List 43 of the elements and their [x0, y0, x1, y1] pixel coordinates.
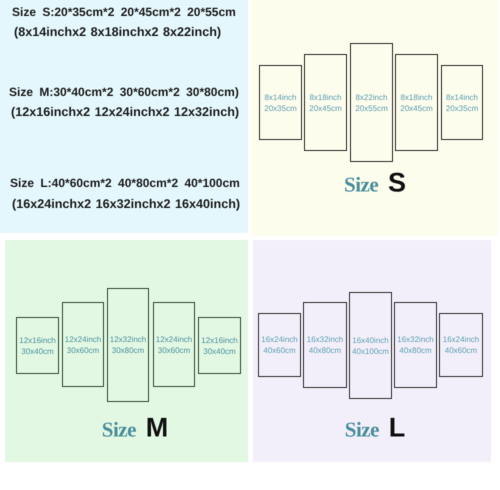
canvas-frame — [439, 313, 483, 377]
info-panel — [0, 0, 248, 233]
canvas-frame — [303, 302, 347, 388]
dimension-text: 12x24inch 30x60cm — [156, 334, 192, 356]
canvas-frame — [350, 43, 393, 162]
size-spec-text: Size L:40*60cm*2 40*80cm*2 40*100cm — [10, 177, 240, 191]
canvas-frame — [258, 313, 301, 377]
canvas-frame — [441, 65, 483, 140]
dimension-text: 12x16inch 30x40cm — [19, 334, 56, 356]
canvas-frame — [16, 317, 59, 374]
canvas-frame — [153, 302, 195, 387]
dimension-text: 16x40inch 40x100cm — [352, 334, 389, 356]
dimension-text: 12x24inch 30x60cm — [64, 334, 102, 356]
dimension-text: 8x18inch 20x45cm — [400, 92, 433, 114]
dimension-text: 8x18inch 20x45cm — [309, 92, 342, 114]
canvas-frame — [107, 288, 149, 402]
dimension-text: 16x24inch 40x60cm — [261, 334, 298, 356]
canvas-frame — [62, 302, 104, 387]
size-spec-text: (12x16inchx2 12x24inchx2 12x32inch) — [11, 105, 240, 120]
canvas-frame — [395, 54, 438, 151]
dimension-text: 8x14inch 20x35cm — [446, 92, 478, 114]
dimension-text: 8x14inch 20x35cm — [264, 92, 297, 114]
size-heading: Size L — [344, 414, 406, 442]
size-spec-text: Size M:30*40cm*2 30*60cm*2 30*80cm) — [9, 86, 239, 100]
dimension-text: 8x22inch 20x55cm — [355, 92, 388, 114]
dimension-text: 12x16inch 30x40cm — [201, 334, 238, 356]
size-spec-text: Size S:20*35cm*2 20*45cm*2 20*55cm — [12, 6, 236, 20]
size-panel — [253, 240, 491, 462]
dimension-text: 16x32inch 40x80cm — [397, 334, 434, 356]
canvas-frame — [198, 317, 241, 374]
dimension-text: 16x24inch 40x60cm — [442, 334, 480, 356]
dimension-text: 16x32inch 40x80cm — [306, 334, 344, 356]
size-panel — [251, 0, 498, 236]
size-spec-text: (16x24inchx2 16x32inchx2 16x40inch) — [12, 197, 240, 212]
canvas-frame — [349, 292, 392, 399]
size-heading: Size S — [344, 170, 406, 196]
size-spec-text: (8x14inchx2 8x18inchx2 8x22inch) — [14, 25, 222, 40]
canvas-frame — [259, 65, 302, 140]
dimension-text: 12x32inch 30x80cm — [110, 334, 146, 356]
canvas-frame — [394, 302, 437, 388]
size-panel — [5, 240, 248, 462]
size-heading: Size M — [102, 414, 168, 442]
canvas-frame — [304, 54, 347, 151]
